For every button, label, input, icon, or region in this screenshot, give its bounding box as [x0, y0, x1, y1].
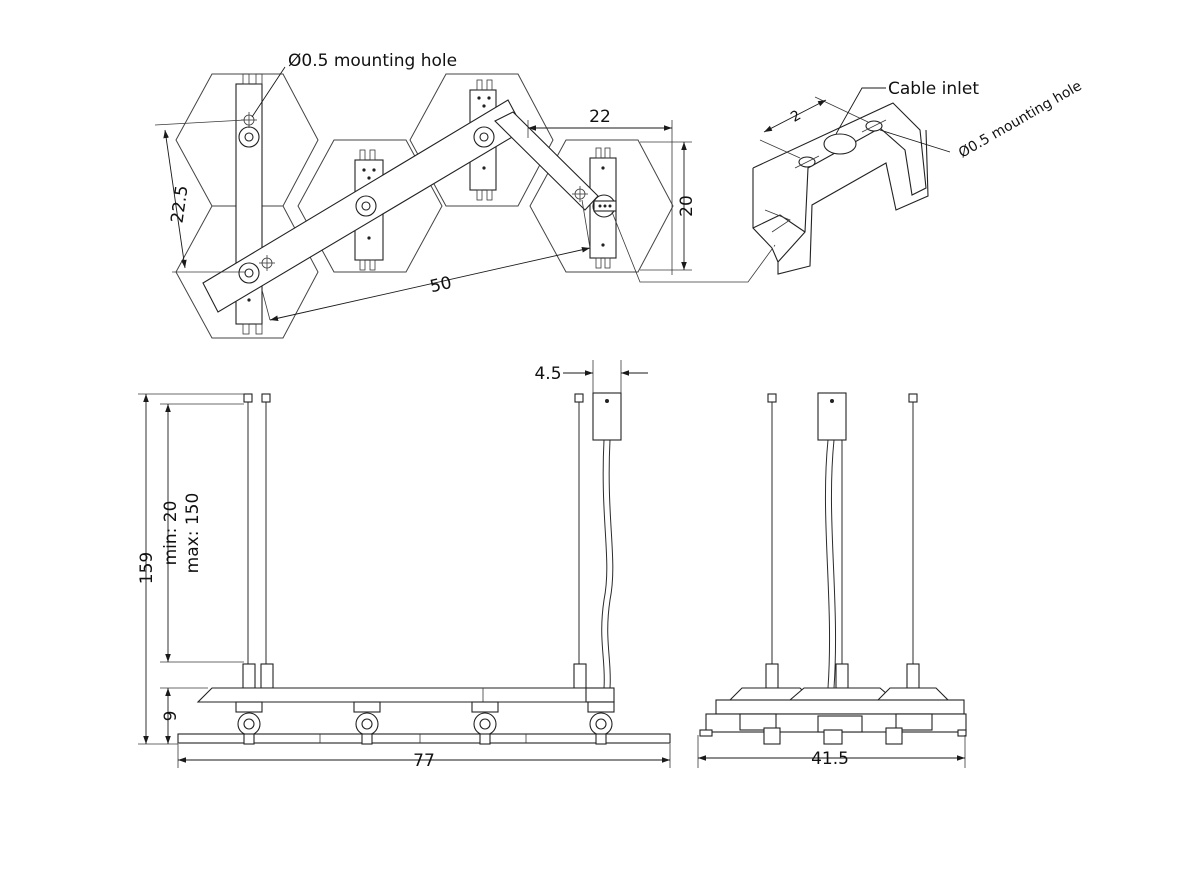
dim-line-22-5 — [163, 129, 187, 269]
dim-label-159: 159 — [137, 552, 157, 584]
side-body — [715, 699, 965, 715]
spot-heads — [235, 701, 615, 745]
top-view: Ø0.5 mounting hole 22.5 50 22 20 — [154, 51, 776, 339]
strip-screw-dots — [247, 96, 605, 302]
dim-label-22-5: 22.5 — [168, 184, 193, 224]
power-cable — [601, 439, 608, 689]
dim-line-50 — [269, 247, 591, 321]
dim-label-50: 50 — [428, 273, 454, 297]
cable-inlet-label: Cable inlet — [888, 79, 979, 99]
dim-label-4-5: 4.5 — [534, 364, 561, 384]
dim-label-77: 77 — [413, 751, 435, 771]
bracket-outline — [752, 102, 929, 275]
dim-label-20: 20 — [677, 195, 697, 217]
side-suspension-wires — [771, 402, 914, 664]
wire-anchors — [242, 393, 587, 689]
dim-label-2: 2 — [788, 107, 804, 125]
bracket-view: 2 Cable inlet Ø0.5 mounting hole — [752, 78, 1085, 275]
fixture-base-plate — [177, 733, 671, 744]
dim-label-max: max: 150 — [183, 493, 203, 574]
mounting-hole-label: Ø0.5 mounting hole — [288, 51, 457, 71]
side-power-cable — [824, 439, 831, 689]
dim-line-2 — [763, 99, 827, 133]
dim-label-min: min: 20 — [161, 501, 181, 566]
connecting-arm — [494, 111, 599, 211]
leader-line — [251, 66, 286, 118]
side-view: 41.5 — [697, 392, 967, 769]
cable-inlet-hole — [823, 133, 857, 155]
dim-label-22: 22 — [589, 107, 611, 127]
suspension-wires — [247, 402, 580, 664]
dim-label-41-5: 41.5 — [811, 749, 849, 769]
detail-leader — [611, 211, 776, 283]
dim-label-9: 9 — [161, 711, 181, 722]
fixture-body — [196, 687, 614, 703]
front-view: 159 min: 20 max: 150 9 77 4.5 — [137, 360, 671, 771]
